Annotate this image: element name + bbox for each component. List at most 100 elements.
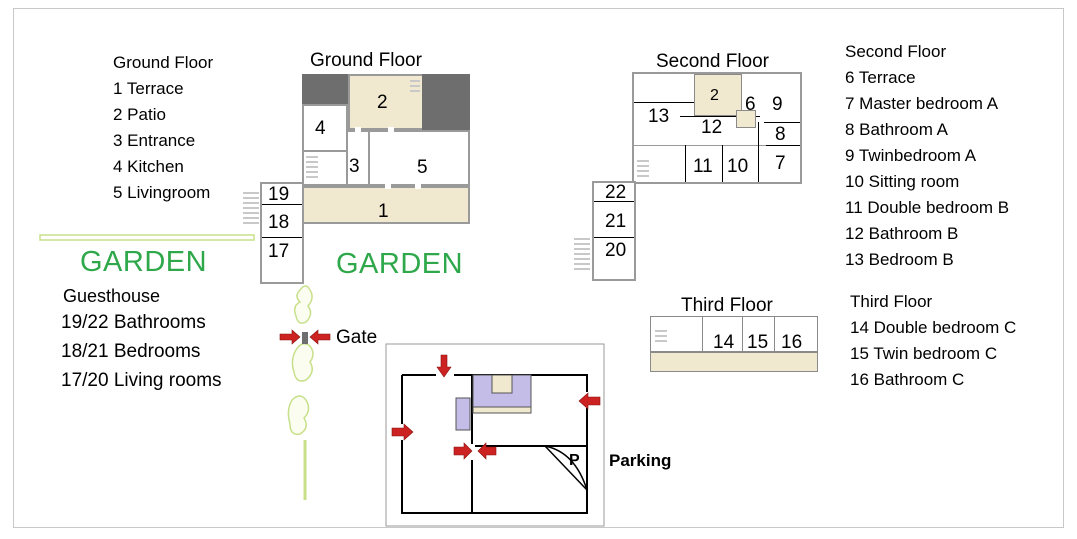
room-label: 11 bbox=[693, 156, 713, 177]
divider bbox=[594, 237, 634, 238]
third-floor-legend: Third Floor 14 Double bedroom C 15 Twin … bbox=[850, 289, 1016, 393]
guesthouse-stairs-icon bbox=[243, 192, 259, 227]
arrow-gate-left bbox=[279, 329, 301, 345]
divider bbox=[262, 204, 302, 205]
ground-dark-right bbox=[422, 74, 470, 132]
wall-line bbox=[774, 317, 775, 352]
legend-item: 11 Double bedroom B bbox=[845, 198, 1010, 217]
site-house-patio bbox=[491, 374, 513, 394]
parking-label: Parking bbox=[609, 451, 672, 470]
arrow-site-right bbox=[578, 392, 601, 410]
room-label: 6 bbox=[745, 94, 756, 115]
gate-post bbox=[302, 332, 308, 344]
wall-line bbox=[742, 317, 743, 352]
arrow-site-mid-right bbox=[477, 442, 497, 460]
wall-line bbox=[722, 145, 723, 182]
room-label: 21 bbox=[605, 211, 627, 232]
room-5-livingroom bbox=[368, 130, 470, 186]
legend-item: 3 Entrance bbox=[113, 131, 196, 150]
room-label: 19 bbox=[268, 184, 290, 205]
legend-item: 8 Bathroom A bbox=[845, 120, 949, 139]
legend-item: 17/20 Living rooms bbox=[61, 370, 222, 391]
second-floor-legend: Second Floor 6 Terrace 7 Master bedroom … bbox=[845, 39, 1009, 273]
room-label: 13 bbox=[648, 106, 670, 127]
hedge-line bbox=[39, 234, 255, 241]
wall-line bbox=[702, 317, 703, 352]
arrow-gate-right bbox=[309, 329, 331, 345]
image-frame bbox=[13, 8, 1064, 528]
room-label: 9 bbox=[772, 94, 783, 115]
legend-item: 15 Twin bedroom C bbox=[850, 344, 998, 363]
room-label: 16 bbox=[781, 332, 803, 353]
room-label: 10 bbox=[727, 156, 749, 177]
room-label: 12 bbox=[701, 117, 723, 138]
legend-item: 6 Terrace bbox=[845, 68, 916, 87]
legend-item: 19/22 Bathrooms bbox=[61, 312, 206, 333]
divider bbox=[262, 237, 302, 238]
room-label: 3 bbox=[349, 156, 360, 177]
guesthouse-ground-outline bbox=[260, 182, 304, 284]
ground-floor-legend: Ground Floor 1 Terrace 2 Patio 3 Entranc… bbox=[113, 50, 213, 206]
divider bbox=[594, 201, 634, 202]
ground-dark-left bbox=[302, 74, 350, 106]
legend-item: 1 Terrace bbox=[113, 79, 184, 98]
legend-title: Second Floor bbox=[845, 42, 947, 61]
arrow-site-top bbox=[436, 354, 452, 378]
guesthouse-legend-title: Guesthouse bbox=[63, 286, 161, 306]
site-plan-frame bbox=[385, 343, 605, 527]
legend-item: 2 Patio bbox=[113, 105, 166, 124]
room-label: 8 bbox=[775, 124, 786, 145]
room-label: 1 bbox=[378, 201, 389, 222]
second-floor-outline bbox=[632, 72, 802, 184]
room-label: 17 bbox=[268, 241, 290, 262]
room-label: 7 bbox=[775, 153, 786, 174]
legend-item: 9 Twinbedroom A bbox=[845, 146, 977, 165]
room-label: 22 bbox=[605, 182, 627, 203]
third-stairs-icon bbox=[655, 330, 667, 345]
site-gap-mid bbox=[469, 444, 475, 460]
room-6-terrace bbox=[736, 110, 756, 128]
legend-item: 13 Bedroom B bbox=[845, 250, 954, 269]
room-label: 4 bbox=[315, 118, 326, 139]
legend-title: Ground Floor bbox=[113, 53, 214, 72]
second-stairs-icon bbox=[637, 160, 649, 180]
third-floor-outline bbox=[650, 316, 818, 352]
guesthouse-upper-stairs-icon bbox=[574, 238, 590, 273]
door-marker bbox=[388, 127, 394, 133]
room-label: 2 bbox=[377, 92, 388, 113]
legend-item: 4 Kitchen bbox=[113, 157, 184, 176]
legend-item: 14 Double bedroom C bbox=[850, 318, 1017, 337]
wall-line bbox=[685, 145, 686, 182]
room-label: 20 bbox=[605, 240, 627, 261]
legend-item: 18/21 Bedrooms bbox=[61, 341, 201, 362]
room-label: 15 bbox=[747, 332, 769, 353]
parking-symbol: P bbox=[569, 452, 580, 469]
garden-label-right: GARDEN bbox=[336, 248, 464, 280]
room-2-patio-upper bbox=[694, 74, 742, 116]
third-floor-heading: Third Floor bbox=[681, 295, 773, 316]
ground-stairs-icon bbox=[306, 156, 318, 181]
room-label: 14 bbox=[713, 332, 735, 353]
door-marker bbox=[415, 183, 421, 189]
door-marker bbox=[355, 127, 361, 133]
door-marker bbox=[385, 183, 391, 189]
third-floor-terrace bbox=[650, 352, 818, 372]
second-floor-heading: Second Floor bbox=[656, 51, 770, 72]
arrow-site-left bbox=[391, 423, 414, 441]
garden-label-left: GARDEN bbox=[80, 246, 208, 278]
wall-line bbox=[766, 145, 800, 146]
patio-stairs-icon bbox=[410, 80, 420, 95]
room-label: 5 bbox=[417, 157, 428, 178]
wall-line bbox=[634, 145, 800, 146]
room-4-kitchen bbox=[302, 104, 348, 152]
site-guesthouse-block bbox=[455, 397, 471, 431]
site-house-terrace bbox=[472, 406, 532, 414]
ground-floor-heading: Ground Floor bbox=[310, 50, 422, 71]
guesthouse-legend: 19/22 Bathrooms 18/21 Bedrooms 17/20 Liv… bbox=[61, 308, 222, 395]
room-label: 18 bbox=[268, 212, 290, 233]
tree-line bbox=[287, 285, 314, 436]
legend-item: 7 Master bedroom A bbox=[845, 94, 999, 113]
room-1-terrace bbox=[302, 186, 470, 224]
legend-item: 12 Bathroom B bbox=[845, 224, 959, 243]
